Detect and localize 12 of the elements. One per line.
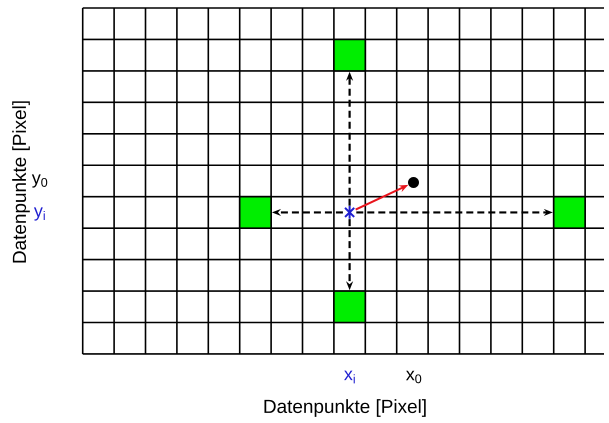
- coordinate-label: y$_{0}$: [32, 174, 48, 188]
- cross-marker: [343, 206, 356, 219]
- coordinate-label: y$_{i}$: [34, 207, 45, 221]
- axis-title: Datenpunkte [Pixel]: [264, 399, 426, 417]
- coordinate-label: x$_{i}$: [344, 370, 355, 384]
- pixel-box: [333, 290, 366, 324]
- coordinate-label: x$_{0}$: [406, 370, 422, 384]
- point-marker: [408, 177, 419, 188]
- axis-title: Datenpunkte [Pixel]: [12, 101, 30, 263]
- pixel-box: [238, 196, 272, 229]
- pixel-box: [552, 196, 586, 229]
- pixel-box: [333, 38, 366, 72]
